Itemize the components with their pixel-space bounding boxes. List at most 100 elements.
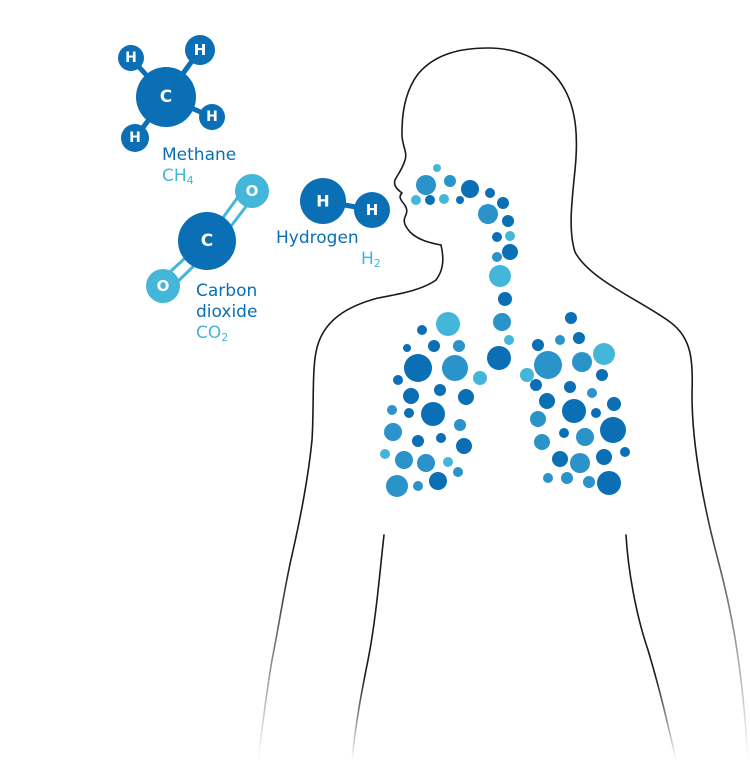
- right-lung-bubble: [587, 388, 597, 398]
- methane-hydrogen-atom: [121, 124, 149, 152]
- airway-bubble: [505, 231, 515, 241]
- left-lung-bubble: [384, 423, 402, 441]
- co2-oxygen-atom: [146, 269, 180, 303]
- airway-bubble: [502, 244, 518, 260]
- airway-bubble: [493, 313, 511, 331]
- airway-bubble: [478, 204, 498, 224]
- airway-bubble: [489, 265, 511, 287]
- neck-outline: [257, 244, 444, 761]
- methane-hydrogen-atom: [199, 104, 225, 130]
- left-lung-bubble: [442, 355, 468, 381]
- methane-hydrogen-symbol: H: [125, 50, 137, 66]
- human-silhouette: [257, 47, 749, 761]
- hydrogen-label: Hydrogen H2: [276, 228, 381, 274]
- right-arm-inner-outline: [625, 534, 677, 761]
- airway-bubble: [520, 368, 534, 382]
- left-lung-bubble: [395, 451, 413, 469]
- right-lung-bubble: [576, 428, 594, 446]
- right-lung-bubble: [572, 352, 592, 372]
- hydrogen-formula-main: H: [361, 249, 374, 269]
- airway-bubble: [473, 371, 487, 385]
- co2-oxygen-symbol: O: [157, 277, 170, 295]
- airway-bubble: [461, 180, 479, 198]
- right-lung-bubble: [596, 369, 608, 381]
- right-lung-bubble: [532, 339, 544, 351]
- right-lung-bubble: [596, 449, 612, 465]
- methane-hydrogen-symbol: H: [194, 41, 207, 59]
- left-lung-bubble: [428, 340, 440, 352]
- methane-formula: CH4: [162, 166, 236, 191]
- airway-bubble: [425, 195, 435, 205]
- airway-bubble: [497, 197, 509, 209]
- right-lung-bubble: [620, 447, 630, 457]
- right-lung-bubble: [562, 399, 586, 423]
- co2-formula-subscript: 2: [221, 331, 229, 344]
- left-lung-bubble: [436, 433, 446, 443]
- airway-bubble: [492, 232, 502, 242]
- methane-formula-main: CH: [162, 166, 187, 186]
- methane-name: Methane: [162, 145, 237, 165]
- right-lung-bubble: [543, 473, 553, 483]
- hydrogen-formula: H2: [276, 249, 381, 274]
- airway-bubble: [456, 196, 464, 204]
- methane-formula-subscript: 4: [186, 174, 194, 187]
- co2-molecule: O C O: [146, 174, 269, 303]
- left-lung-bubble: [412, 435, 424, 447]
- lungs-bubbles: [380, 164, 630, 497]
- left-lung-bubble: [404, 354, 432, 382]
- left-lung-bubble: [393, 375, 403, 385]
- airway-bubble: [498, 292, 512, 306]
- left-lung-bubble: [417, 325, 427, 335]
- hydrogen-symbol: H: [366, 201, 379, 219]
- right-lung-bubble: [583, 476, 595, 488]
- airway-bubble: [439, 194, 449, 204]
- right-lung-bubble: [552, 451, 568, 467]
- right-lung-bubble: [573, 332, 585, 344]
- airway-bubble: [485, 188, 495, 198]
- body-outline: [393, 47, 749, 761]
- left-lung-bubble: [434, 384, 446, 396]
- right-lung-bubble: [593, 343, 615, 365]
- co2-name-line2: dioxide: [196, 302, 258, 322]
- left-lung-bubble: [387, 405, 397, 415]
- co2-formula-main: CO: [196, 323, 222, 343]
- right-lung-bubble: [570, 453, 590, 473]
- left-lung-bubble: [429, 472, 447, 490]
- left-lung-bubble: [453, 340, 465, 352]
- hydrogen-atom: [354, 192, 390, 228]
- left-lung-bubble: [456, 438, 472, 454]
- methane-molecule: C H H H H: [118, 35, 225, 152]
- right-lung-bubble: [530, 379, 542, 391]
- methane-hydrogen-atom: [118, 45, 144, 71]
- right-lung-bubble: [607, 397, 621, 411]
- methane-label: Methane CH4: [162, 145, 236, 191]
- left-lung-bubble: [404, 408, 414, 418]
- airway-bubble: [487, 346, 511, 370]
- left-lung-bubble: [421, 402, 445, 426]
- airway-bubble: [444, 175, 456, 187]
- left-lung-bubble: [436, 312, 460, 336]
- left-lung-bubble: [458, 389, 474, 405]
- left-lung-bubble: [380, 449, 390, 459]
- right-lung-bubble: [600, 417, 626, 443]
- left-lung-bubble: [443, 457, 453, 467]
- right-lung-bubble: [534, 434, 550, 450]
- co2-carbon-atom: [178, 212, 236, 270]
- left-lung-bubble: [454, 419, 466, 431]
- airway-bubble: [504, 335, 514, 345]
- methane-hydrogen-symbol: H: [129, 130, 141, 146]
- right-lung-bubble: [555, 335, 565, 345]
- co2-carbon-symbol: C: [201, 231, 213, 251]
- airway-bubble: [411, 195, 421, 205]
- airway-bubble: [492, 252, 502, 262]
- right-lung-bubble: [597, 471, 621, 495]
- co2-label: Carbon dioxide CO2: [196, 281, 257, 348]
- methane-carbon-atom: [136, 67, 196, 127]
- right-lung-bubble: [539, 393, 555, 409]
- co2-oxygen-symbol: O: [246, 182, 259, 200]
- co2-name-line1: Carbon: [196, 281, 258, 301]
- hydrogen-formula-subscript: 2: [373, 257, 381, 270]
- airway-bubble: [416, 175, 436, 195]
- hydrogen-symbol: H: [316, 192, 329, 211]
